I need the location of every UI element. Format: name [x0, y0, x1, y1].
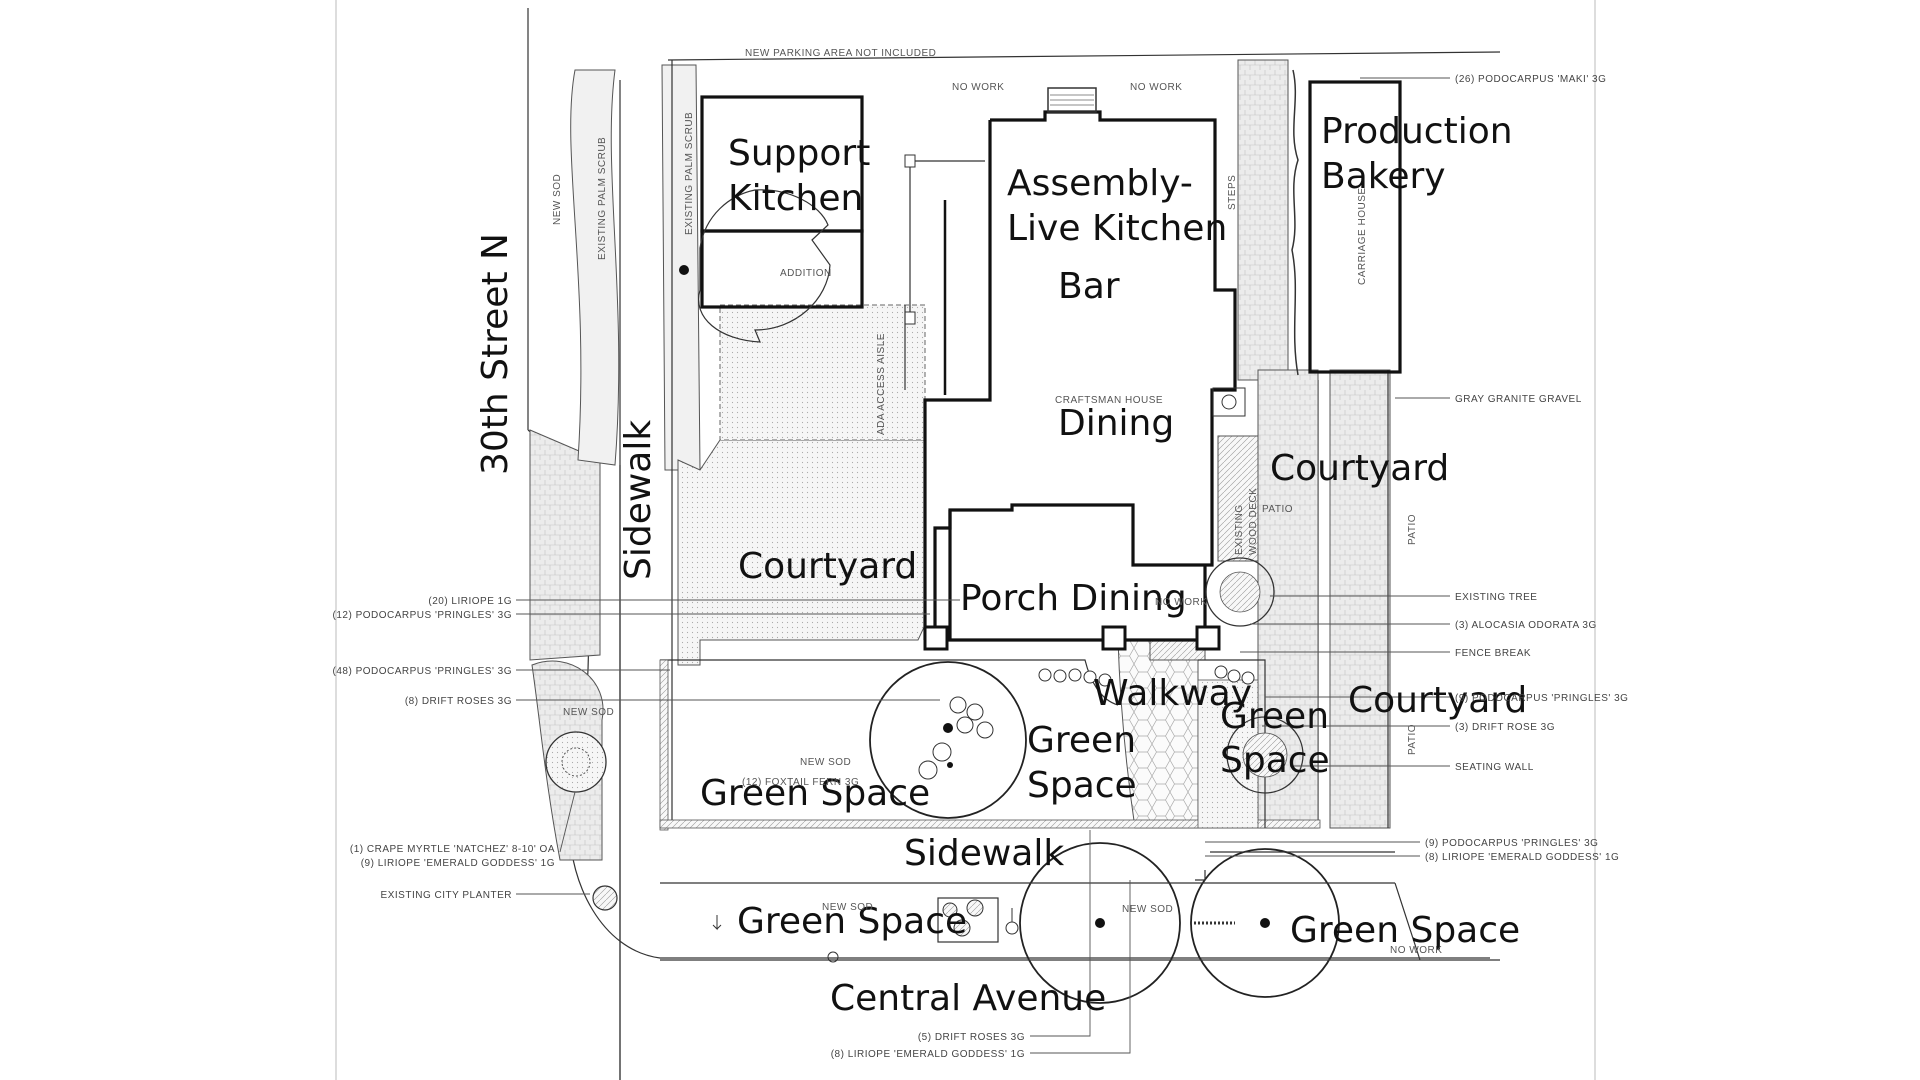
- ada-parking: [719, 304, 926, 441]
- callout-podocarpus-pringles-left-2: (48) PODOCARPUS 'PRINGLES' 3G: [333, 666, 512, 677]
- label-central-avenue: Central Avenue: [830, 978, 1106, 1019]
- callout-liriope-emerald-left: (9) LIRIOPE 'EMERALD GODDESS' 1G: [361, 858, 555, 869]
- callout-drift-roses-left: (8) DRIFT ROSES 3G: [405, 696, 512, 707]
- label-green-space-5: Green Space: [1290, 910, 1520, 951]
- note-new-sod-1: NEW SOD: [563, 707, 614, 718]
- gravel-path-upper: [1237, 59, 1289, 381]
- label-green-space-2a: Green: [1027, 720, 1136, 761]
- left-courtyard-paving: [677, 439, 926, 666]
- callout-drift-rose: (3) DRIFT ROSE 3G: [1455, 722, 1555, 733]
- label-green-space-1: Green Space: [700, 773, 930, 814]
- label-courtyard-right: Courtyard: [1270, 448, 1449, 489]
- label-green-space-3b: Space: [1220, 740, 1330, 781]
- callout-seating-wall: SEATING WALL: [1455, 762, 1534, 773]
- palm-scrub-strip-1: [570, 69, 620, 466]
- patio-strip: [1329, 369, 1391, 829]
- note-new-sod-3: NEW SOD: [822, 902, 873, 913]
- label-30th-street: 30th Street N: [475, 233, 516, 475]
- callout-podocarpus-pringles-left-1: (12) PODOCARPUS 'PRINGLES' 3G: [333, 610, 512, 621]
- callout-podocarpus-pringles-right-1: (9) PODOCARPUS 'PRINGLES' 3G: [1455, 693, 1628, 704]
- note-addition: ADDITION: [780, 268, 832, 279]
- callout-liriope-emerald-right: (8) LIRIOPE 'EMERALD GODDESS' 1G: [1425, 852, 1619, 863]
- callout-liriope-emerald-bottom: (8) LIRIOPE 'EMERALD GODDESS' 1G: [831, 1049, 1025, 1060]
- callout-city-planter: EXISTING CITY PLANTER: [381, 890, 512, 901]
- craftsman-house: [923, 110, 1237, 642]
- note-steps: STEPS: [1227, 175, 1238, 210]
- leader-lines-right: [1205, 77, 1450, 857]
- label-support: Support: [728, 133, 870, 174]
- callout-gray-granite-gravel: GRAY GRANITE GRAVEL: [1455, 394, 1582, 405]
- tree-avenue-1: [1019, 842, 1181, 1004]
- note-carriage-house: CARRIAGE HOUSE: [1357, 187, 1368, 285]
- label-kitchen: Kitchen: [728, 178, 863, 219]
- sidewalk-paving-upper: [529, 429, 601, 661]
- callout-crape-myrtle: (1) CRAPE MYRTLE 'NATCHEZ' 8-10' OA: [350, 844, 555, 855]
- label-green-space-3a: Green: [1220, 696, 1329, 737]
- note-ada-aisle: ADA ACCESS AISLE: [876, 333, 887, 435]
- callout-fence-break: FENCE BREAK: [1455, 648, 1531, 659]
- note-no-work-1: NO WORK: [952, 82, 1004, 93]
- label-green-space-2b: Space: [1027, 765, 1137, 806]
- crape-myrtle: [545, 731, 607, 793]
- leader-lines-left: [516, 599, 960, 895]
- callout-drift-roses-bottom: (5) DRIFT ROSES 3G: [918, 1032, 1025, 1043]
- label-porch-dining: Porch Dining: [960, 578, 1187, 619]
- label-courtyard-lower-right: Courtyard: [1348, 680, 1527, 721]
- label-assembly: Assembly-: [1007, 163, 1193, 204]
- label-production: Production: [1321, 111, 1513, 152]
- note-patio-2: PATIO: [1407, 514, 1418, 545]
- shrub-cluster-walkway: [918, 665, 1255, 780]
- entry-steps: [1047, 87, 1097, 113]
- label-sidewalk-vertical: Sidewalk: [618, 420, 659, 580]
- label-live-kitchen: Live Kitchen: [1007, 208, 1227, 249]
- label-green-space-4: Green Space: [737, 901, 967, 942]
- note-new-sod-2: NEW SOD: [800, 757, 851, 768]
- note-no-work-avenue: NO WORK: [1390, 945, 1442, 956]
- existing-tree-northwest: [679, 189, 831, 343]
- note-craftsman-house: CRAFTSMAN HOUSE: [1055, 395, 1163, 406]
- label-sidewalk-horizontal: Sidewalk: [904, 833, 1064, 874]
- label-courtyard-left: Courtyard: [738, 546, 917, 587]
- callout-podocarpus-maki: (26) PODOCARPUS 'MAKI' 3G: [1455, 74, 1606, 85]
- label-walkway: Walkway: [1093, 673, 1252, 714]
- green-space-tree-right: [1226, 716, 1304, 794]
- existing-tree-courtyard: [1205, 557, 1275, 627]
- note-palm-scrub-1: EXISTING PALM SCRUB: [597, 137, 608, 260]
- label-bar: Bar: [1058, 266, 1120, 307]
- production-bakery-building: [1308, 80, 1402, 374]
- tree-green-space: [869, 661, 1027, 819]
- note-new-sod-4: NEW SOD: [1122, 904, 1173, 915]
- label-bakery: Bakery: [1321, 156, 1446, 197]
- note-new-sod-5: NEW SOD: [552, 174, 563, 225]
- note-existing: EXISTING: [1234, 504, 1245, 555]
- note-no-work-porch: NO WORK: [1155, 597, 1207, 608]
- note-palm-scrub-2: EXISTING PALM SCRUB: [684, 112, 695, 235]
- callout-liriope-left: (20) LIRIOPE 1G: [428, 596, 512, 607]
- note-wood-deck: WOOD DECK: [1248, 488, 1259, 555]
- callout-podocarpus-pringles-right-2: (9) PODOCARPUS 'PRINGLES' 3G: [1425, 838, 1598, 849]
- note-new-parking: NEW PARKING AREA NOT INCLUDED: [745, 48, 936, 59]
- note-patio-1: PATIO: [1262, 504, 1293, 515]
- callout-existing-tree: EXISTING TREE: [1455, 592, 1537, 603]
- callout-alocasia: (3) ALOCASIA ODORATA 3G: [1455, 620, 1597, 631]
- addition-building: [700, 229, 864, 309]
- note-foxtail-fern: (12) FOXTAIL FERN 3G: [742, 777, 859, 788]
- note-no-work-2: NO WORK: [1130, 82, 1182, 93]
- label-dining: Dining: [1058, 403, 1174, 444]
- note-patio-3: PATIO: [1407, 724, 1418, 755]
- city-planter: [592, 885, 618, 911]
